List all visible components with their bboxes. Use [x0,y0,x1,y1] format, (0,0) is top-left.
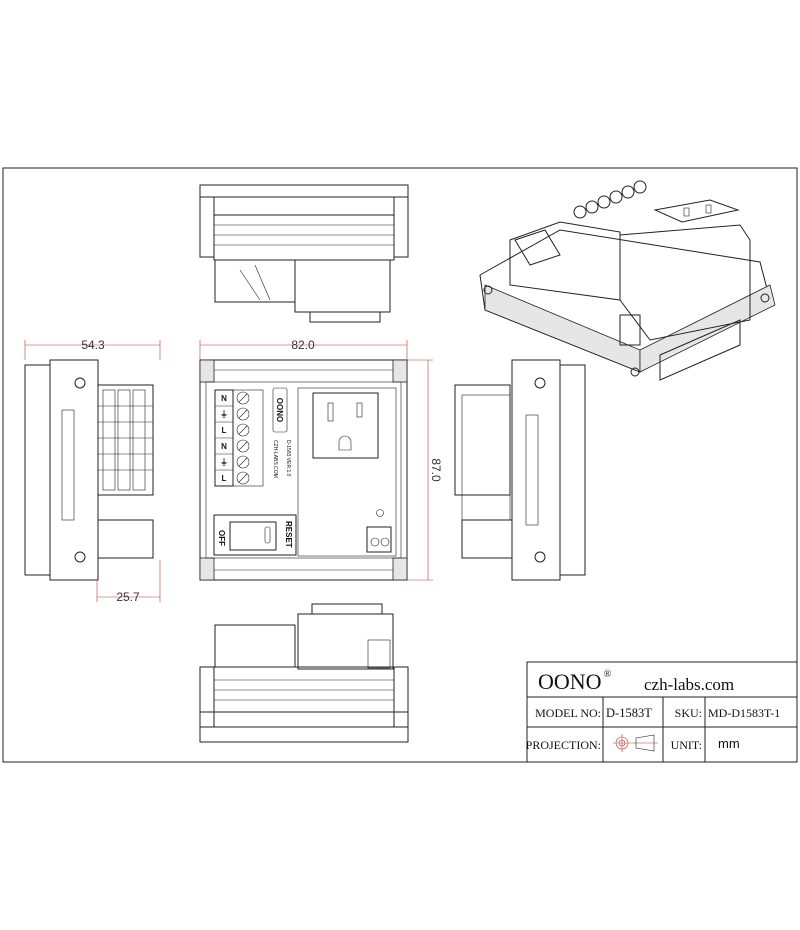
switch-off-label: OFF [217,530,226,546]
brand-name: OONO [538,669,602,694]
front-view: 82.0 87.0 N ⏚ L N ⏚ L OONO [199,338,443,581]
sku-label: SKU: [675,706,702,720]
pcb-version-text: D-1583 VER:1.0 [285,440,291,477]
unit-value: mm [718,736,740,751]
isometric-view [479,180,776,381]
projection-symbol-icon [613,734,658,752]
brand-registered-mark: ® [604,669,612,680]
left-side-view: 54.3 25.7 [24,338,161,604]
terminal-label: ⏚ [220,458,228,467]
terminal-label: N [221,394,227,403]
height-dimension: 87.0 [429,458,443,482]
title-block: OONO ® czh-labs.com MODEL NO: D-1583T SK… [526,661,798,763]
right-side-view [454,359,586,581]
switch-reset-label: RESET [284,521,293,548]
terminal-label: L [222,426,227,435]
sku-value: MD-D1583T-1 [708,706,780,720]
drawing-border [2,167,798,763]
bottom-view [199,603,409,743]
top-view [199,184,409,323]
pcb-website-text: CZH-LABS.COM [272,440,278,478]
model-label: MODEL NO: [535,706,601,720]
rail-offset-dimension: 25.7 [116,590,140,604]
projection-label: PROJECTION: [526,738,601,752]
unit-label: UNIT: [671,738,702,752]
model-value: D-1583T [606,706,652,720]
oono-logo: OONO [275,398,284,422]
depth-dimension: 54.3 [81,338,105,352]
terminal-label: L [222,474,227,483]
width-dimension: 82.0 [291,338,315,352]
terminal-label: N [221,442,227,451]
terminal-label: ⏚ [220,410,228,419]
website: czh-labs.com [644,675,734,694]
